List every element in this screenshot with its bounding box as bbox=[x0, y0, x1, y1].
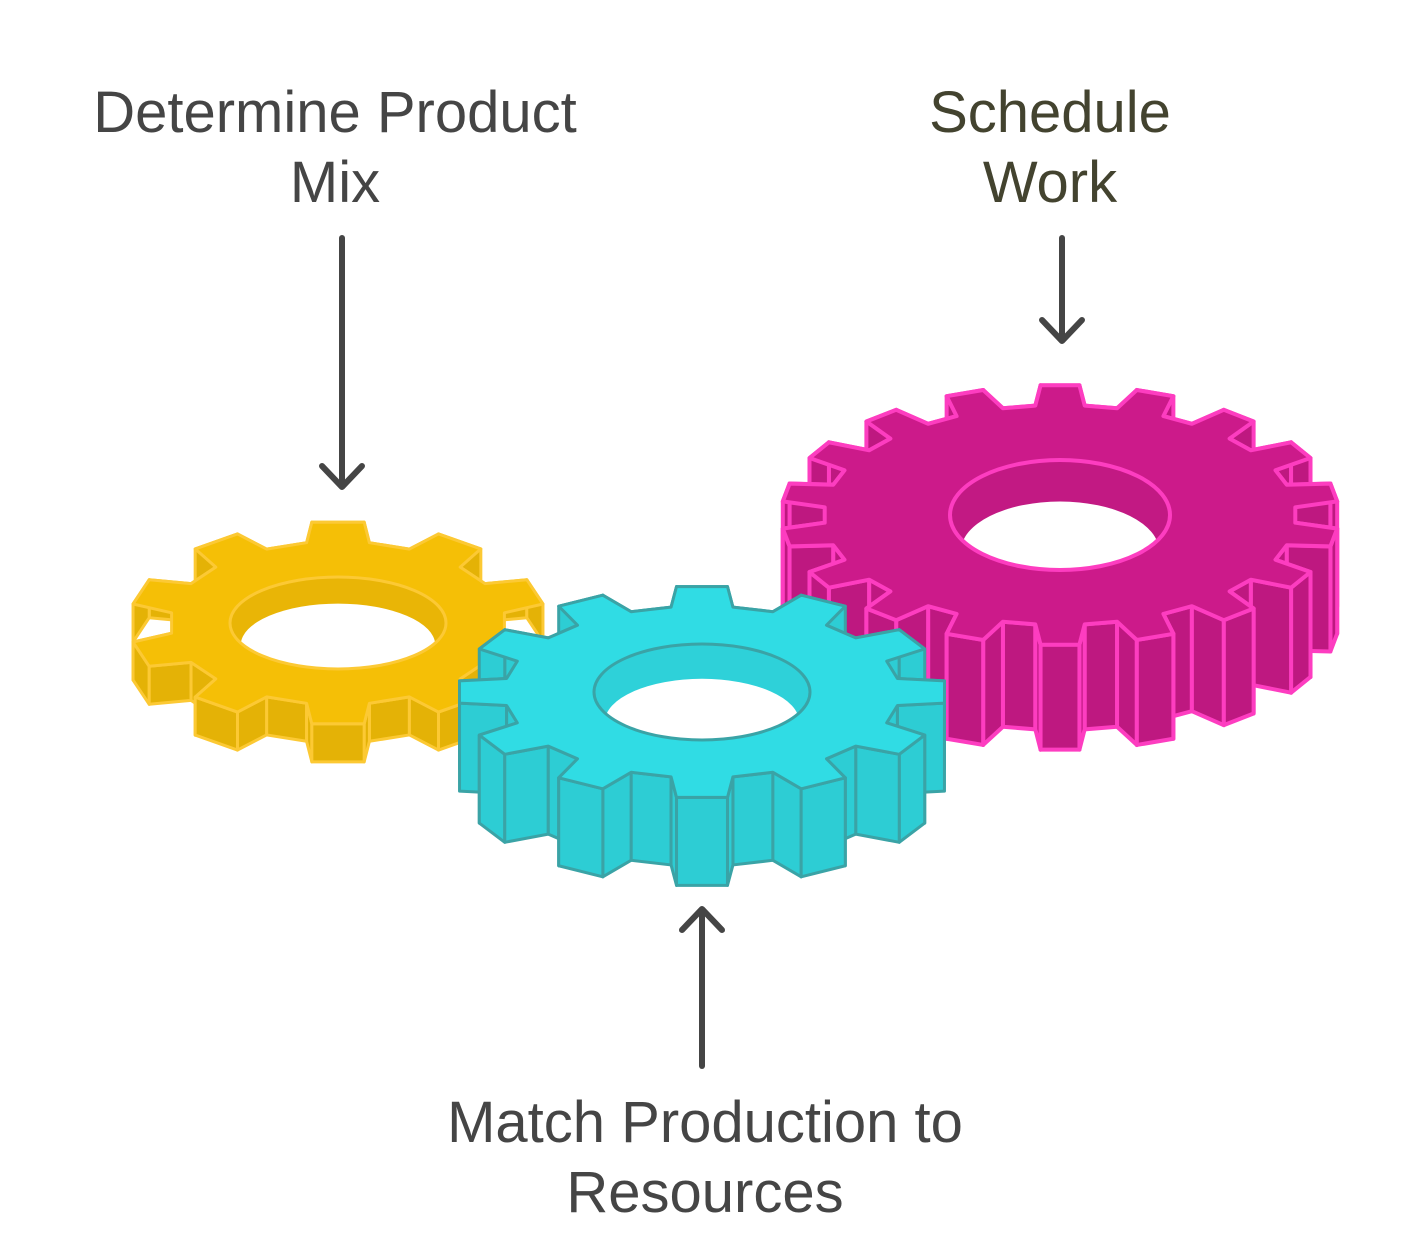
arrow-schedule-work bbox=[1039, 235, 1085, 344]
arrow-match-production bbox=[679, 906, 725, 1069]
gear-hole bbox=[950, 460, 1170, 570]
gear-hole bbox=[594, 644, 810, 740]
label-determine-product-mix: Determine Product Mix bbox=[65, 78, 605, 218]
label-line: Determine Product bbox=[93, 80, 577, 145]
label-line: Work bbox=[982, 150, 1118, 215]
gear-hole-rim bbox=[948, 458, 1172, 572]
label-line: Match Production to bbox=[447, 1090, 963, 1155]
label-line: Schedule bbox=[929, 80, 1171, 145]
gear-hole-rim bbox=[592, 642, 812, 742]
gear-hole-rim bbox=[228, 575, 448, 671]
label-schedule-work: Schedule Work bbox=[850, 78, 1250, 218]
label-line: Resources bbox=[566, 1160, 844, 1225]
schedule-work-gear bbox=[780, 383, 1340, 752]
match-production-gear bbox=[458, 585, 946, 887]
label-line: Mix bbox=[289, 150, 381, 215]
arrow-product-mix bbox=[319, 235, 365, 490]
label-match-production-to-resources: Match Production to Resources bbox=[380, 1088, 1030, 1228]
